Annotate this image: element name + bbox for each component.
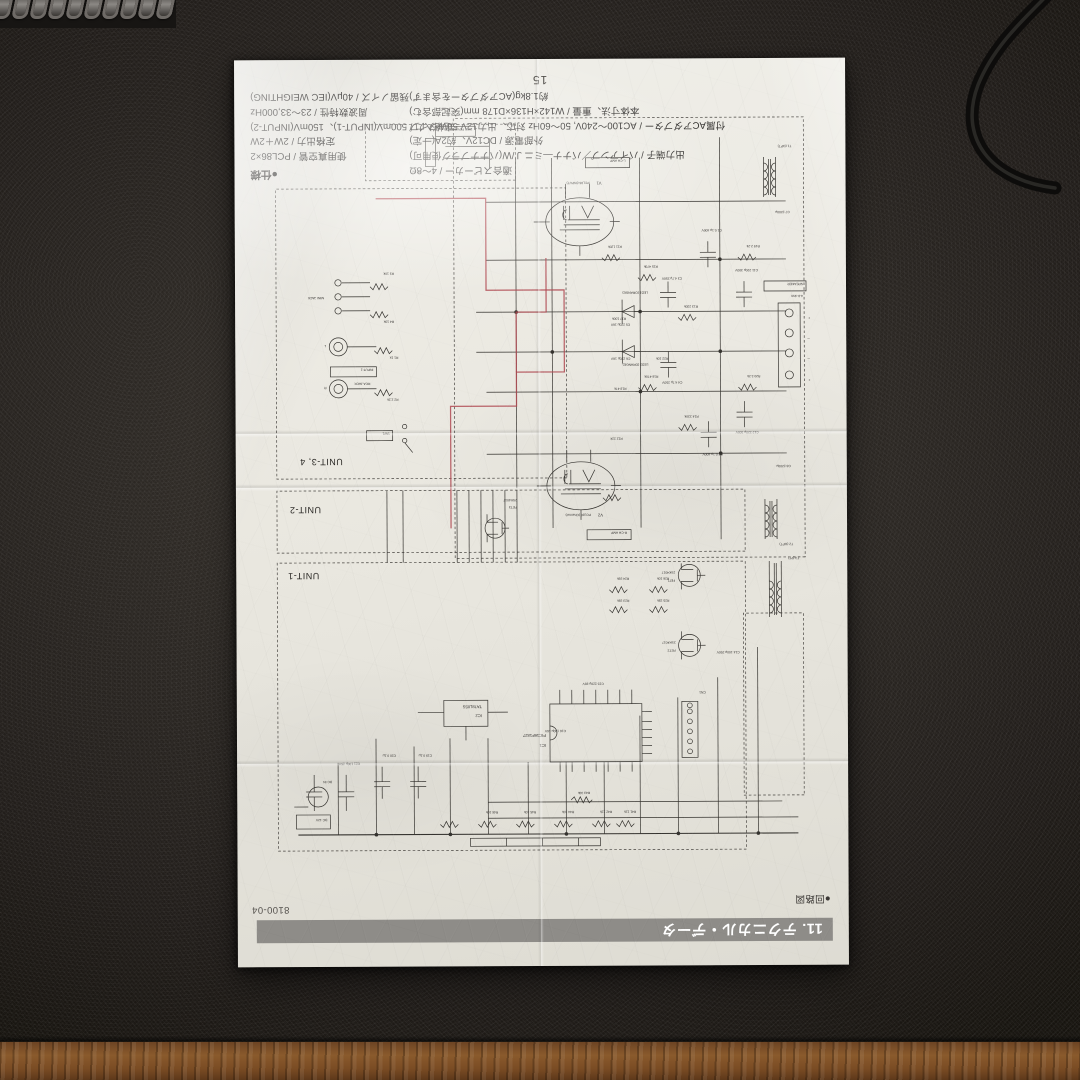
circuit-diagram-caption: ●回路図 <box>795 892 831 904</box>
red-trace-wire-branch <box>515 257 547 373</box>
spiral-notebook <box>0 0 178 28</box>
tube-v2-label: V2 <box>597 513 603 518</box>
terminal-label: + <box>808 378 810 382</box>
component-label: C1 0.1μ 400V <box>701 228 722 232</box>
manual-page: 15 ●仕様 使用真空管 / PCL86×2 定格出力 / 2W＋2W 定格入力… <box>234 57 849 968</box>
black-cable <box>965 0 1062 195</box>
wood-floor <box>0 1042 1080 1080</box>
component-label: R19 2.2k <box>746 244 760 248</box>
component-label: R16 470k <box>644 374 658 378</box>
unit-1-label: UNIT-1 <box>288 571 320 581</box>
component-label: C5 220μ 16V <box>610 323 630 327</box>
component-label: R4 10k <box>383 320 394 324</box>
component-label: R3 10k <box>383 272 394 276</box>
input1-jack-label: INPUT-1 <box>361 368 374 372</box>
sw1-label: SW1 <box>382 432 389 436</box>
component-label: R15 470k <box>643 264 657 268</box>
connector-label: DC IN <box>323 780 333 784</box>
component-label: R45 10k <box>524 810 537 814</box>
component-label: C11 220μ 300V <box>734 268 758 272</box>
jack-pin-label: R <box>323 386 326 390</box>
component-label: R23 33k <box>617 599 630 603</box>
component-label: C19 0.1μ <box>419 753 433 757</box>
note-box-label: L-CH AMP <box>609 159 625 163</box>
tube-v1-label: V1 <box>596 181 602 186</box>
component-label: C16 100μ 16V <box>544 729 566 733</box>
component-label: C14 100μ 250V <box>716 650 740 654</box>
component-label: C15 220μ 35V <box>582 682 604 686</box>
component-label: 2SK4017 <box>662 640 676 644</box>
speaker-impedance-label: 4-8 ohm <box>791 294 803 298</box>
dc-jack-label: DC 12V <box>315 818 327 822</box>
spec-line: 約1.8kg(ACアダプターを含まず) <box>409 89 549 102</box>
component-label: R46 10k <box>486 810 499 814</box>
component-label: C4 4.7μ 250V <box>661 380 682 384</box>
tube-v1-type: PCL86 (INPUT) <box>566 181 589 185</box>
dcin-label: DC IN <box>412 170 422 174</box>
component-label: R44 10k <box>562 810 575 814</box>
terminal-label: + <box>808 316 810 320</box>
component-label: R18 47k <box>614 387 627 391</box>
component-label: R20 2.2k <box>747 374 761 378</box>
component-label: T2 (OPT) <box>779 542 793 546</box>
unit-2-label: UNIT-2 <box>289 505 321 515</box>
jack-pin-label: L <box>324 344 326 348</box>
component-label: R13 220k <box>684 304 698 308</box>
component-label: 2SK4017 <box>662 570 676 574</box>
component-label: C21 100μ 25V <box>338 762 360 766</box>
component-label: R25 33k <box>657 598 670 602</box>
power-switch-label: SW2 POWER <box>451 127 472 131</box>
ic1-label: IC1 <box>539 743 546 748</box>
component-label: LED1 (ORANGE) <box>622 291 648 295</box>
connector-label: CN1 <box>699 690 706 694</box>
ic2-label: IC2 <box>475 713 482 718</box>
component-label: T1 (OPT) <box>778 144 792 148</box>
component-label: R2 2.2k <box>387 398 399 402</box>
component-label: C8 2200μ <box>776 464 790 468</box>
component-label: R43 33k <box>578 791 591 795</box>
document-code: 8100-04 <box>251 904 290 916</box>
component-label: R12 22k <box>610 437 623 441</box>
unit-34-label: UNIT-3, 4 <box>300 457 343 467</box>
circuit-schematic: UNIT-1 <box>263 107 818 859</box>
component-label: R41 12k <box>624 810 637 814</box>
component-label: FET3 <box>509 505 517 509</box>
component-label: R26 10k <box>657 576 670 580</box>
desk-mat-edge <box>0 1036 1080 1044</box>
component-label: T3 (PT) <box>788 556 799 560</box>
component-label: LED2 (ORANGE) <box>623 363 649 367</box>
component-label: R1 1k <box>389 356 398 360</box>
note-box-label: R-CH AMP <box>610 531 627 535</box>
ic2-type-label: TA78L05S <box>463 704 482 709</box>
component-label: R11 120k <box>608 245 622 249</box>
component-label: R42 12k <box>600 810 613 814</box>
speaker-jack-label: SPEAKER <box>787 282 803 286</box>
jack-kind-label: RCA JACK <box>354 382 371 386</box>
component-label: R24 33k <box>617 577 630 581</box>
tube-v2-type: PCL86 (Channel) <box>566 513 592 517</box>
terminal-label: － <box>807 356 810 360</box>
component-label: R14 220k <box>684 414 698 418</box>
red-trace-wire <box>375 197 566 529</box>
component-label: C3 4.7μ 250V <box>661 276 682 280</box>
component-label: R17 100k <box>612 317 626 321</box>
component-label: C20 0.1μ <box>383 754 397 758</box>
notebook-spiral-coil <box>0 0 178 19</box>
terminal-label: － <box>807 336 810 340</box>
section-title: 11. テクニカル・データ <box>661 919 823 937</box>
section-heading-bar: 11. テクニカル・データ <box>256 917 833 944</box>
component-label: R22 10k <box>656 356 669 360</box>
component-label: C6 220μ 16V <box>610 357 630 361</box>
ic1-type-label: PIC16F1827 <box>522 733 546 738</box>
component-label: C12 220μ 300V <box>735 430 759 434</box>
component-label: FET2 <box>667 648 675 652</box>
input2-jack-label: MINI JACK <box>307 296 324 300</box>
component-label: C7 2200μ <box>775 210 789 214</box>
page-content: 15 ●仕様 使用真空管 / PCL86×2 定格出力 / 2W＋2W 定格入力… <box>234 58 849 968</box>
component-label: 2SK4017 <box>503 498 517 502</box>
